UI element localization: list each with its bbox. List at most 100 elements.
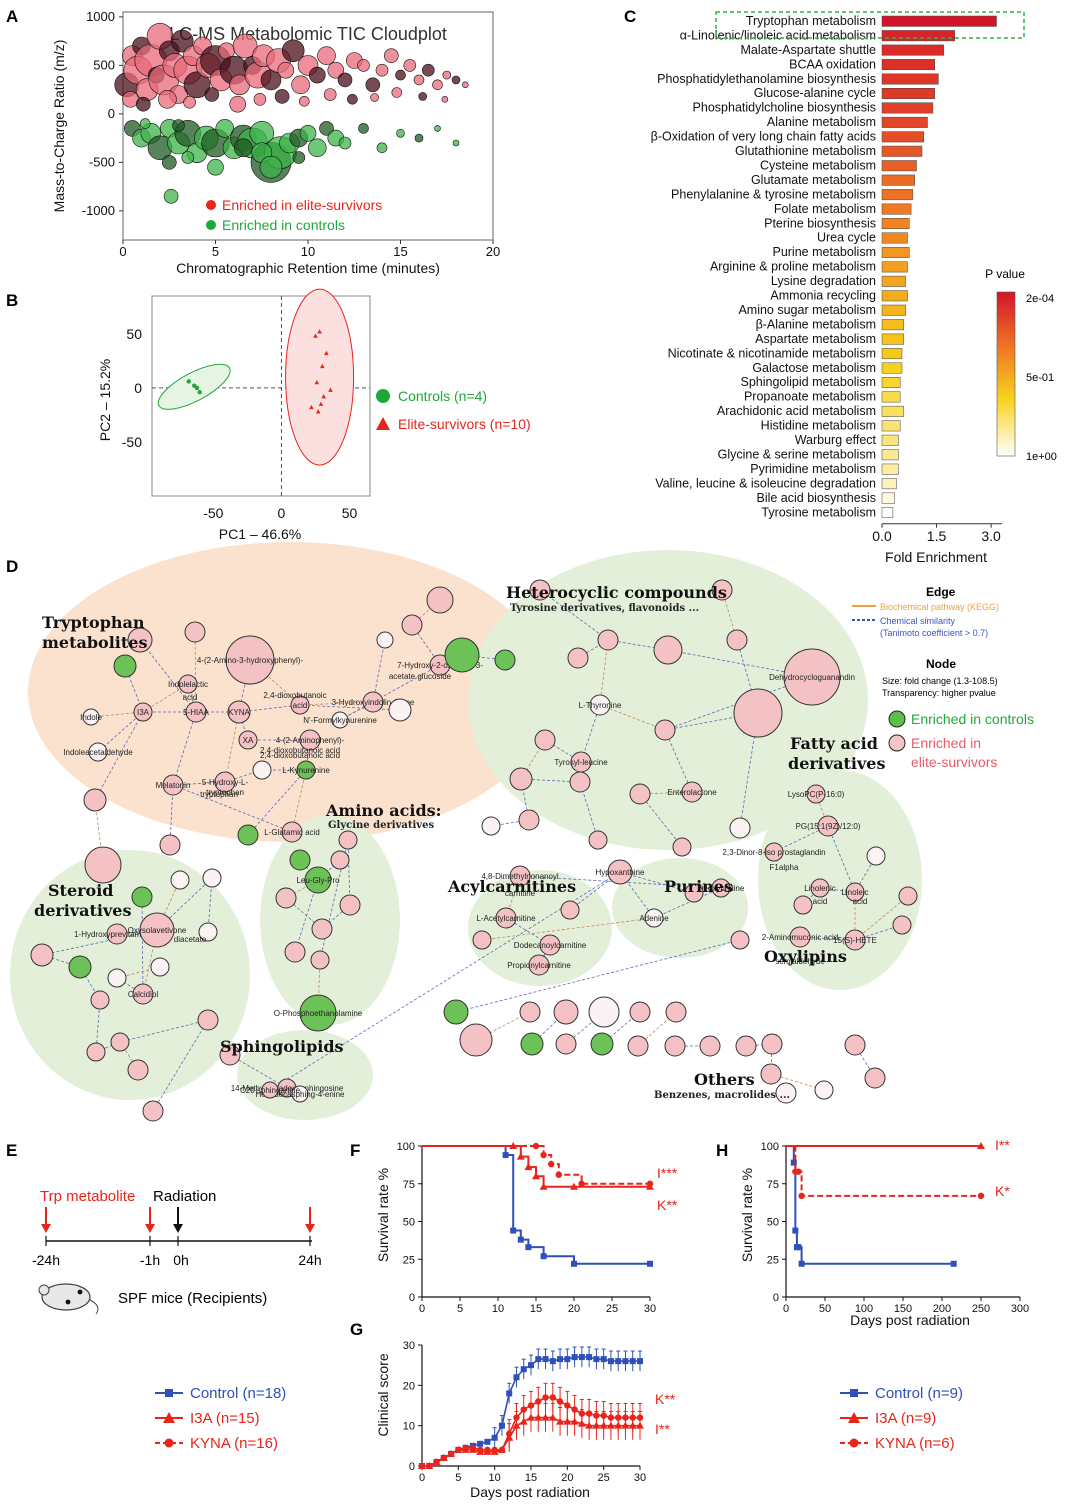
network-node-71 [275,887,297,909]
network-node-9 [214,771,236,793]
network-edge-71 [347,839,351,906]
panel-c-colorbar-tick-2: 5e-01 [1026,372,1054,384]
panel-g-sig-k: K** [655,1391,676,1407]
network-node-64 [866,846,886,866]
network-node-106 [472,930,492,950]
d-legend-edge-chem: Chemical similarity [880,616,956,626]
panel-a-point-0-57 [274,89,290,104]
network-edge-19 [238,659,251,713]
d-legend-edge-biochem: Biochemical pathway (KEGG) [880,602,999,612]
panel-e-legend-marker-3 [164,1438,174,1448]
panel-h-sig-k: K* [995,1183,1010,1199]
network-edge-58 [827,825,856,893]
panel-c-category-10: Cysteine metabolism [760,158,876,172]
network-node-83 [131,886,153,908]
panel-f-series-0-point-4 [525,1244,532,1251]
network-node-label-100: Adenine [639,914,669,923]
panel-e-arrow-head-3 [305,1224,315,1233]
panel-a-point-0-62 [391,87,403,98]
network-edge-90 [119,1019,209,1043]
group-label-purines: Purines [664,877,733,896]
panel-g-xtick-label-3: 15 [525,1472,537,1484]
panel-a-point-1-32 [207,158,224,176]
network-node-label-80: Calcidiol [128,990,158,999]
panel-g-series-2-point-13 [513,1414,520,1421]
network-node-label-36: L-Thyronine [579,701,622,710]
panel-e-arrow-head-0 [41,1224,51,1233]
panel-a-legend-red-dot [206,200,216,210]
panel-h-legend-marker-1 [850,1389,858,1397]
panel-g-series-2-point-30 [636,1414,644,1421]
panel-e-tick-label-0: -24h [32,1252,60,1268]
network-node-99 [607,859,633,885]
panel-a-xtick-label-1: 5 [212,244,219,259]
network-node-68 [304,866,332,894]
network-node-1 [133,702,153,722]
group-sub-others: Benzenes, macrolides ... [654,1090,790,1101]
group-label-sphingolipids: Sphingolipids [220,1037,344,1056]
panel-a-point-0-54 [204,87,220,102]
panel-c-bar-32 [881,478,897,490]
network-node-label-75: O-Phosphoethanolamine [274,1009,363,1018]
panel-f-series-0-point-3 [517,1236,524,1243]
network-edge-0 [90,711,144,718]
panel-g-ytick-label-2: 20 [403,1380,415,1392]
network-node-81 [30,943,54,967]
network-node-57 [806,784,826,804]
network-edge-47 [664,729,693,793]
d-legend-pink-1: Enriched in [911,735,981,751]
network-node-78 [106,923,128,945]
panel-g-series-2-point-14 [520,1406,527,1413]
panel-b-control-point-0 [186,379,191,384]
network-node-label-97: Hexadecasphing-4-enine [256,1090,346,1099]
network-edge-14 [339,664,441,721]
network-node-126 [814,1080,834,1100]
group-blob-heterocyclic [468,550,868,850]
panel-a-point-1-29 [452,139,460,147]
panel-e-rad-label: Radiation [153,1188,216,1205]
group-label-heterocyclic: Heterocyclic compounds [506,583,727,602]
network-node-label-18: 2,4-dioxobutanoic [263,691,326,700]
panel-c-category-3: BCAA oxidation [789,57,876,71]
network-extra-label-1: 2,4-dioxobutanoic acid [260,751,340,760]
panel-c-bar-9 [881,145,923,157]
network-node-label-99: Hypoxanthine [596,868,645,877]
network-node-35 [237,824,259,846]
panel-e-legend-1: Control (n=18) [190,1385,286,1402]
group-sub-amino-acids: Glycine derivatives [328,820,434,831]
panel-a-ylabel: Mass-to-Charge Ratio (m/z) [51,40,67,213]
panel-e-arrow-head-1 [145,1224,155,1233]
panel-c-bar-6 [881,102,934,114]
network-edge-93 [269,871,621,1091]
network-node-32 [83,788,107,812]
panel-g-series-0-point-17 [542,1356,549,1363]
panel-a-point-1-23 [338,136,352,150]
network-edge-29 [372,639,386,703]
network-node-93 [142,1100,164,1122]
network-node-116 [588,996,620,1028]
panel-h-xtick-label-0: 0 [783,1303,789,1315]
network-node-46 [726,629,748,651]
panel-a-ytick-label-0: 1000 [86,9,115,24]
panel-c-xtick-label-1: 1.5 [927,528,947,544]
network-node-label-59: 2,3-Dinor-8-iso prostaglandin [722,848,825,857]
panel-c-category-21: β-Alanine metabolism [756,317,876,331]
panel-c-bar-1 [881,30,955,42]
panel-g-series-2-point-0 [418,1462,426,1470]
network-node-label-8: Melatonin [156,781,191,790]
panel-a-point-1-25 [376,142,388,154]
panel-c-category-14: Pterine biosynthesis [764,216,876,230]
panel-f-ytick-label-1: 25 [403,1254,415,1266]
panel-a-point-0-49 [461,81,469,89]
panel-g-series-0-point-13 [513,1374,520,1381]
panel-g-series-2-point-5 [455,1446,462,1454]
d-legend-pink-2: elite-survivors [911,754,997,770]
network-node-5 [178,674,198,694]
panel-a-point-0-15 [183,71,211,99]
network-edge-103 [455,939,741,1013]
panel-c-plot: Tryptophan metabolismα-Linolenic/linolei… [651,14,1002,544]
network-node-label-3: KYNA [228,708,250,717]
